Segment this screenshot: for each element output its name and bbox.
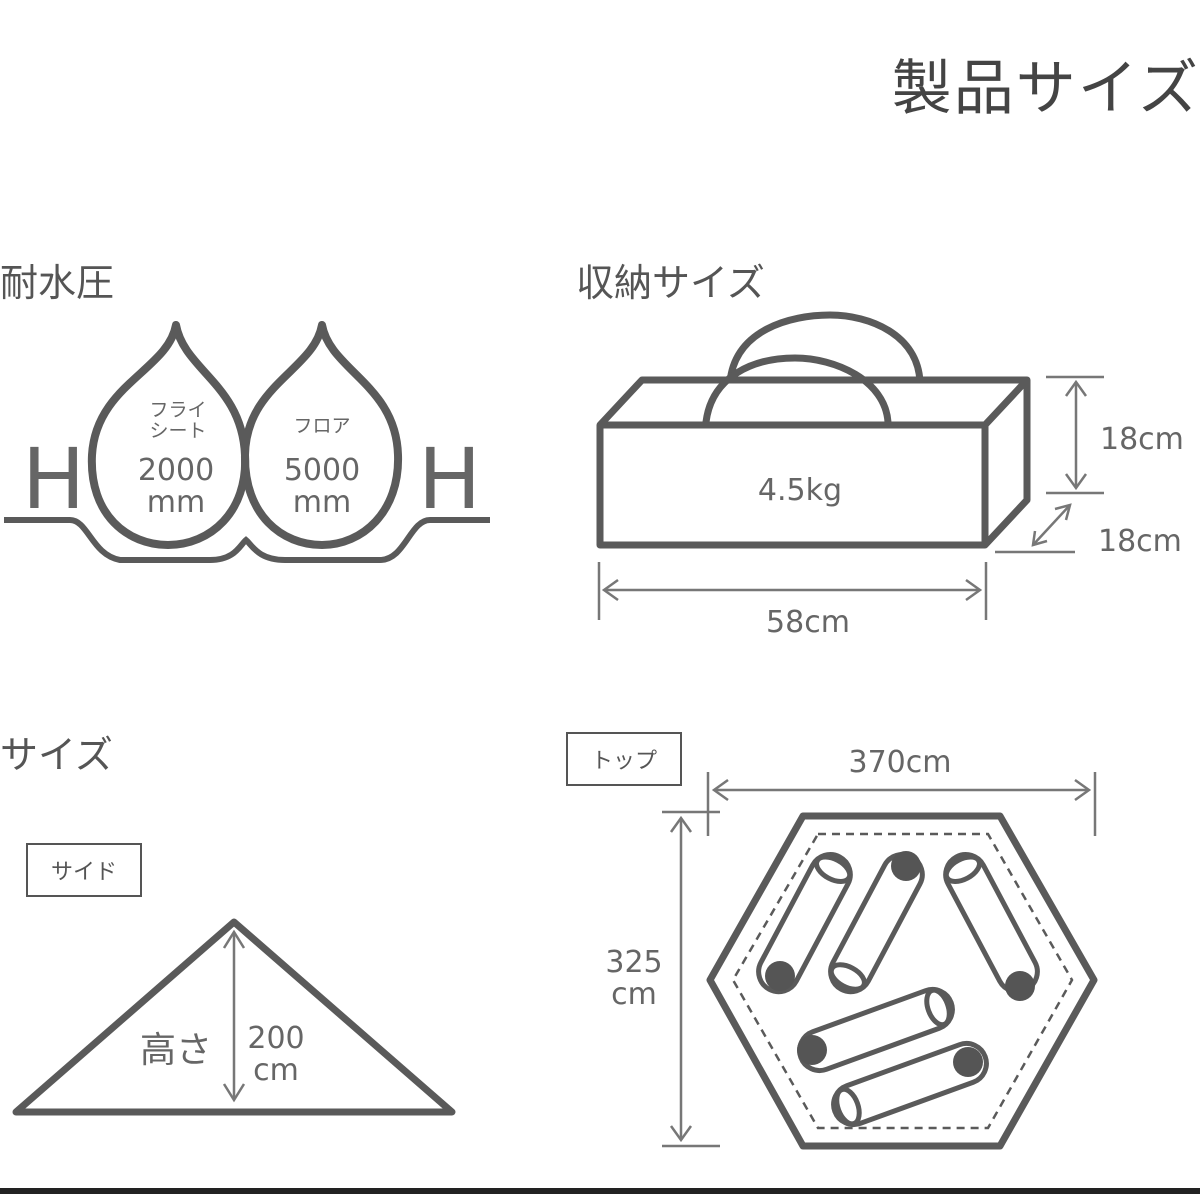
bag-height: 18cm xyxy=(1100,422,1184,457)
water-h-left: H xyxy=(22,430,85,528)
bag-weight: 4.5kg xyxy=(758,473,842,508)
tent-floor-hexagon xyxy=(706,812,1098,1150)
storage-bag-diagram: 4.5kg 18cm 18cm 58cm xyxy=(596,311,1184,640)
bag-width: 58cm xyxy=(766,605,850,640)
fly-label-line2: シート xyxy=(149,420,206,442)
bag-depth: 18cm xyxy=(1098,524,1182,559)
front-handle-icon xyxy=(702,354,892,423)
side-view-diagram: 高さ 200 cm xyxy=(12,918,456,1116)
inner-tent-outline xyxy=(731,832,1074,1130)
sleeping-bag-icon xyxy=(756,852,853,995)
top-depth-unit: cm xyxy=(611,977,657,1012)
floor-drop-icon xyxy=(240,321,403,549)
height-value: 200 xyxy=(247,1021,304,1056)
sleeper-head-icon xyxy=(765,961,795,991)
floor-unit: mm xyxy=(293,485,351,520)
floor-value: 5000 xyxy=(284,453,360,488)
water-resistance-heading: 耐水圧 xyxy=(0,261,115,305)
page-title: 製品サイズ xyxy=(891,54,1200,124)
water-h-right: H xyxy=(418,430,481,528)
ground-line xyxy=(4,517,490,563)
top-view-diagram: 370cm 325 cm xyxy=(605,745,1098,1150)
back-handle-icon xyxy=(726,311,924,383)
fly-value: 2000 xyxy=(138,453,214,488)
tent-side-triangle xyxy=(12,918,456,1116)
sleeping-bag-icon xyxy=(828,852,925,995)
sleeper-head-icon xyxy=(1005,971,1035,1001)
fly-label-line1: フライ xyxy=(149,399,206,421)
height-label: 高さ xyxy=(140,1030,212,1071)
fly-sheet-drop-icon xyxy=(87,321,250,549)
top-view-tag: トップ xyxy=(566,732,682,786)
fly-unit: mm xyxy=(147,485,205,520)
storage-size-heading: 収納サイズ xyxy=(576,261,765,305)
floor-label: フロア xyxy=(293,415,350,437)
sleeping-bag-icon xyxy=(831,1040,989,1128)
side-view-tag: サイド xyxy=(26,843,142,897)
water-drops-diagram: H H フライ シート 2000 mm フロア 5000 mm xyxy=(4,321,490,563)
sleeper-head-icon xyxy=(953,1047,983,1077)
height-unit: cm xyxy=(253,1053,299,1088)
top-width: 370cm xyxy=(849,745,952,780)
sleeper-head-icon xyxy=(797,1035,827,1065)
sleeper-head-icon xyxy=(891,851,921,881)
bottom-border xyxy=(0,1188,1200,1194)
bag-box xyxy=(596,376,1031,549)
size-heading: サイズ xyxy=(0,733,113,777)
top-depth-value: 325 xyxy=(605,945,662,980)
